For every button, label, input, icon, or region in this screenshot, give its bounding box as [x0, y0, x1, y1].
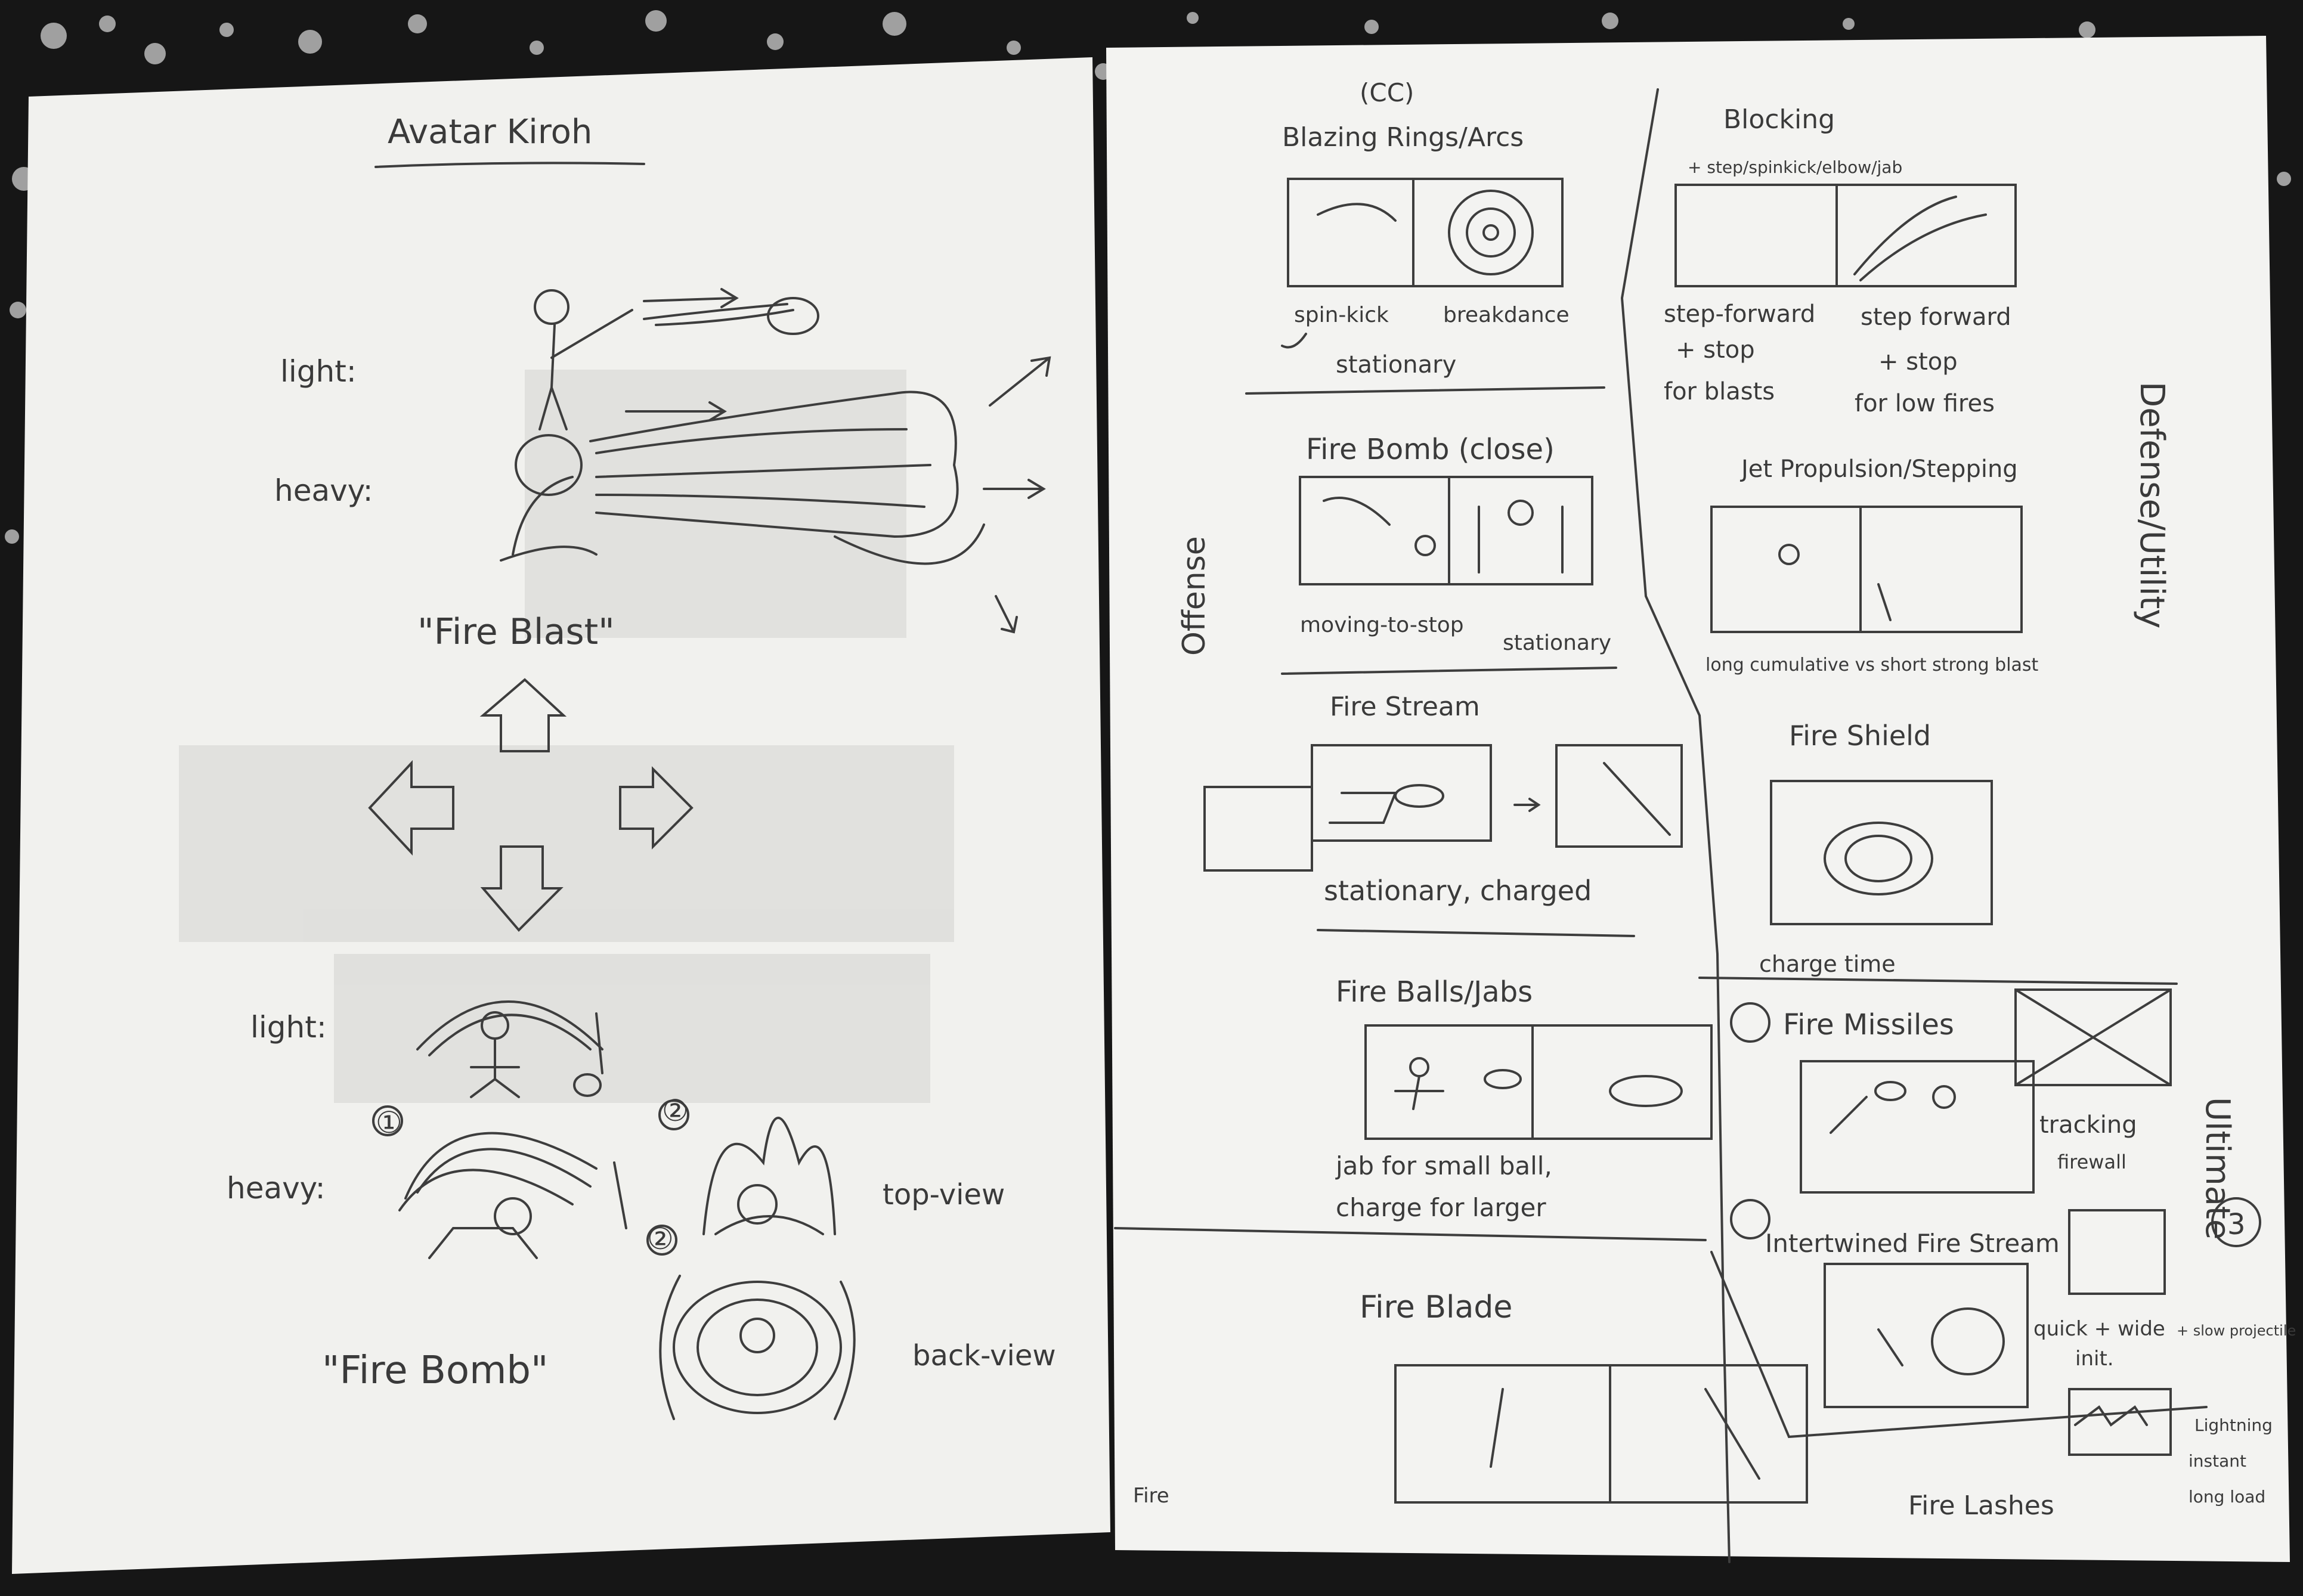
- jet-title: Jet Propulsion/Stepping: [1739, 455, 2018, 483]
- fire-bomb-back-view: [646, 1225, 856, 1420]
- fire-lashes-label: Fire Lashes: [1908, 1490, 2054, 1521]
- ultimate-label: Ultimate: [2198, 1097, 2237, 1239]
- top-view-label: top-view: [883, 1178, 1005, 1211]
- fire-small-label: Fire: [1133, 1484, 1169, 1508]
- moving-to-stop-label: moving-to-stop: [1300, 613, 1464, 637]
- step-forward-2: step forward: [1861, 303, 2011, 331]
- left-paper-sheet: [12, 57, 1110, 1574]
- jet-panels: [1710, 506, 2023, 633]
- intertwined-panel: [1730, 1199, 2029, 1408]
- sheet-title: Avatar Kiroh: [388, 113, 592, 151]
- tracking-label: tracking: [2039, 1111, 2137, 1139]
- blocking-title: Blocking: [1723, 104, 1835, 135]
- fire-blast-label: "Fire Blast": [417, 611, 615, 653]
- right-paper-sheet: [1106, 36, 2290, 1562]
- firewall-thumb: [2014, 988, 2172, 1086]
- stop-1: + stop: [1676, 336, 1755, 364]
- number-2b: ②: [647, 1222, 674, 1256]
- lightning-label: Lightning: [2194, 1415, 2273, 1435]
- defense-label: Defense/Utility: [2132, 382, 2171, 628]
- heavy-label-1: heavy:: [274, 473, 373, 508]
- fire-blade-panels: [1394, 1364, 1808, 1504]
- slow-proj-label: + slow projectile: [2177, 1322, 2296, 1339]
- charge-larger-label: charge for larger: [1336, 1193, 1546, 1222]
- fire-bomb-heavy-1: [372, 1105, 627, 1259]
- quick-wide-label: quick + wide: [2033, 1317, 2165, 1341]
- light-label-2: light:: [250, 1010, 327, 1045]
- blazing-title: Blazing Rings/Arcs: [1282, 122, 1524, 153]
- right-sheet-dividers: [1114, 88, 2208, 1563]
- long-load-label: long load: [2189, 1487, 2265, 1507]
- step-forward-1: step-forward: [1664, 300, 1815, 328]
- for-blasts: for blasts: [1664, 378, 1775, 405]
- light-label-1: light:: [280, 354, 357, 389]
- long-cumulative-label: long cumulative vs short strong blast: [1705, 655, 2039, 675]
- fire-blast-heavy-plume: [500, 356, 1051, 634]
- breakdance-label: breakdance: [1443, 303, 1570, 327]
- lightning-thumb: [2068, 1388, 2172, 1456]
- firewall-label: firewall: [2057, 1151, 2126, 1173]
- back-view-label: back-view: [912, 1339, 1056, 1372]
- ultimate-small-thumb: [2068, 1197, 2261, 1295]
- jab-small-label: jab for small ball,: [1335, 1151, 1552, 1180]
- fire-balls-title: Fire Balls/Jabs: [1336, 975, 1533, 1009]
- offense-label: Offense: [1177, 536, 1212, 656]
- fire-bomb-label: "Fire Bomb": [322, 1349, 548, 1393]
- show-through-label: [179, 370, 954, 1103]
- for-low-fires: for low fires: [1855, 390, 1995, 417]
- fire-missiles-panel: [1730, 1002, 2035, 1194]
- fire-blade-title: Fire Blade: [1360, 1290, 1512, 1325]
- direction-arrows: [368, 678, 694, 932]
- title-underline: [374, 162, 645, 168]
- stationary-charged-label: stationary, charged: [1324, 875, 1592, 907]
- instant-label: instant: [2189, 1451, 2246, 1471]
- charge-time-label: charge time: [1759, 951, 1896, 977]
- spin-kick-label: spin-kick: [1294, 303, 1389, 327]
- stationary-label: stationary: [1336, 351, 1456, 379]
- stop-2: + stop: [1878, 348, 1958, 376]
- fire-shield-title: Fire Shield: [1789, 720, 1931, 752]
- cc-label: (CC): [1360, 78, 1414, 107]
- intertwined-title: Intertwined Fire Stream: [1765, 1229, 2060, 1258]
- heavy-label-2: heavy:: [227, 1171, 325, 1205]
- number-1: ①: [376, 1105, 403, 1140]
- number-2: ②: [662, 1093, 689, 1128]
- fire-shield-panel: [1770, 780, 1993, 925]
- init-label: init.: [2075, 1347, 2114, 1371]
- blocking-sub: + step/spinkick/elbow/jab: [1688, 157, 1902, 177]
- fire-stream-panels: [1203, 744, 1683, 872]
- blazing-panels: [1281, 178, 1564, 349]
- fire-bomb-close-title: Fire Bomb (close): [1306, 433, 1555, 466]
- blocking-panels: [1674, 184, 2017, 287]
- fire-bomb-top-view: [658, 1099, 836, 1235]
- fire-balls-panels: [1364, 1024, 1713, 1140]
- fire-missiles-title: Fire Missiles: [1783, 1008, 1954, 1042]
- fire-bomb-close-panels: [1299, 476, 1593, 585]
- stationary2-label: stationary: [1503, 631, 1611, 655]
- three-label: 3: [2227, 1208, 2246, 1241]
- fire-bomb-light-figure: [416, 1000, 603, 1098]
- fire-blast-light-figure: [534, 288, 819, 430]
- fire-stream-title: Fire Stream: [1330, 692, 1480, 722]
